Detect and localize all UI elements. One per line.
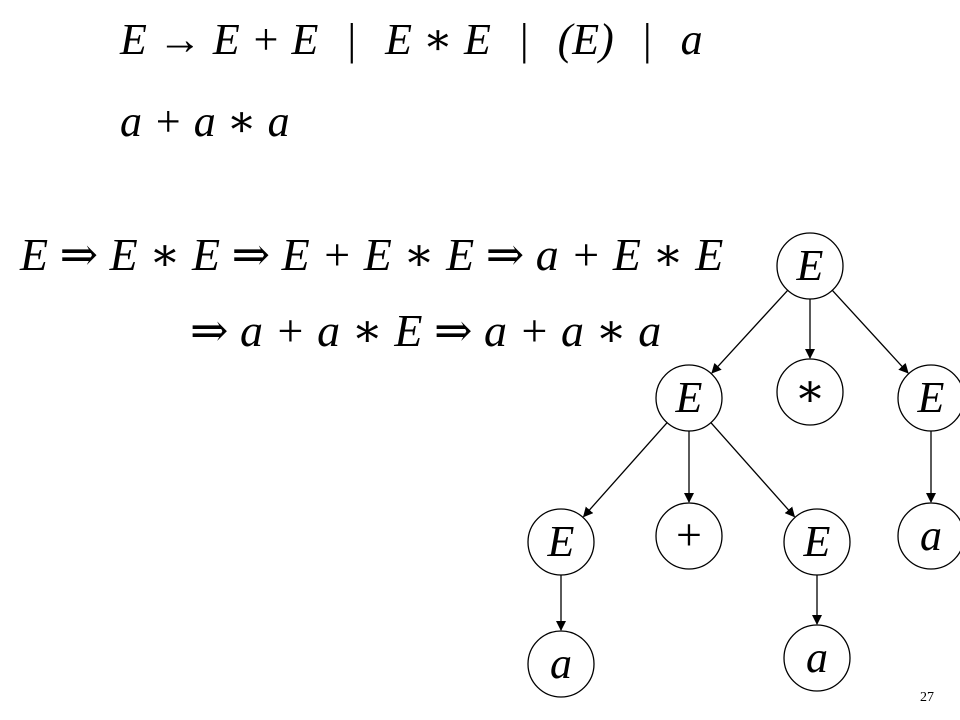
input-string: a + a ∗ a [120, 97, 290, 146]
tree-node-n_ll_a: a [527, 630, 595, 698]
tree-node-label: a [806, 633, 828, 682]
tree-node-circle [897, 502, 960, 570]
grammar-lhs: E [120, 15, 147, 64]
tree-node-label: E [796, 241, 824, 290]
tree-node-label: E [803, 517, 831, 566]
tree-node-circle [783, 508, 851, 576]
tree-edge-root-n_left_E [711, 289, 789, 374]
grammar-alt-4: a [680, 15, 703, 64]
grammar-alt-3: (E) [557, 15, 614, 64]
tree-node-label: a [550, 639, 572, 688]
tree-node-n_right_E: E [897, 364, 960, 432]
tree-node-circle [783, 624, 851, 692]
tree-node-label: E [675, 373, 703, 422]
tree-node-circle [776, 358, 844, 426]
tree-node-circle [897, 364, 960, 432]
production-arrow: → [157, 15, 202, 64]
tree-node-circle [527, 630, 595, 698]
tree-node-label: a [920, 511, 942, 560]
alt-separator: | [642, 15, 652, 64]
tree-edge-root-n_right_E [831, 289, 909, 374]
tree-node-n_left_E: E [655, 364, 723, 432]
tree-node-n_lr_E: E [783, 508, 851, 576]
tree-node-circle [655, 502, 723, 570]
tree-node-n_star: ∗ [776, 358, 844, 426]
tree-node-label: E [547, 517, 575, 566]
tree-node-circle [527, 508, 595, 576]
grammar-alt-2: E ∗ E [385, 15, 491, 64]
derivation-line-1: E ⇒ E ∗ E ⇒ E + E ∗ E ⇒ a + E ∗ E [20, 229, 724, 280]
tree-node-n_lr_a: a [783, 624, 851, 692]
tree-node-circle [655, 364, 723, 432]
tree-edges [556, 289, 936, 631]
page-number: 27 [920, 690, 934, 705]
tree-node-n_ll_E: E [527, 508, 595, 576]
tree-node-root: E [776, 232, 844, 300]
grammar-production: E → E + E | E ∗ E | (E) | a [120, 18, 703, 62]
tree-node-circle [776, 232, 844, 300]
tree-edge-n_left_E-n_ll_E [582, 422, 668, 518]
tree-node-n_plus: + [655, 502, 723, 570]
tree-edge-n_left_E-n_lr_E [710, 422, 796, 518]
tree-node-label: ∗ [794, 365, 825, 416]
tree-node-label: + [676, 509, 702, 560]
alt-separator: | [347, 15, 357, 64]
grammar-alt-1: E + E [212, 15, 319, 64]
derivation-line-2: ⇒ a + a ∗ E ⇒ a + a ∗ a [190, 305, 662, 356]
alt-separator: | [519, 15, 529, 64]
tree-node-n_right_a: a [897, 502, 960, 570]
tree-node-label: E [917, 373, 945, 422]
